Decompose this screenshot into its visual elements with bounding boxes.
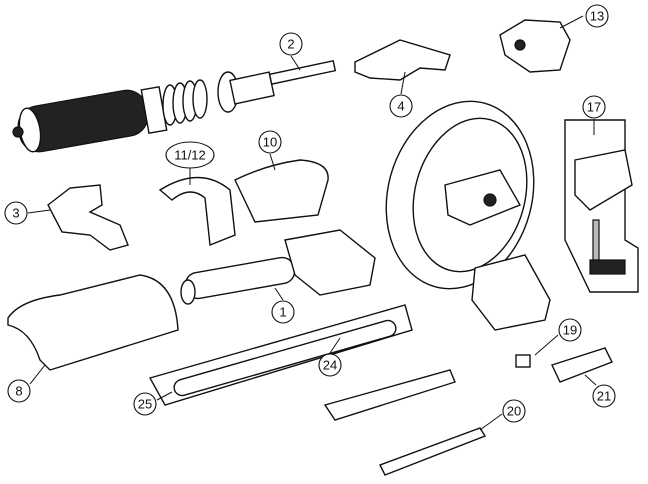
pad-19: [515, 354, 531, 368]
recoil-spring-cylinder: [12, 79, 208, 153]
svg-text:3: 3: [12, 206, 19, 221]
plate-21: [551, 347, 613, 383]
rail-strip-20: [379, 427, 487, 476]
yoke-part: [354, 39, 451, 81]
guard-cover: [7, 274, 179, 371]
bearing-block: [471, 254, 551, 331]
idler-wheel: [385, 100, 535, 290]
svg-text:10: 10: [263, 135, 277, 150]
bracket-part: [499, 19, 571, 73]
leader-lines: [27, 15, 597, 431]
svg-text:8: 8: [15, 384, 22, 399]
svg-text:13: 13: [590, 9, 604, 24]
callout-3: 3: [4, 201, 28, 225]
callout-8: 8: [7, 379, 31, 403]
callout-19: 19: [558, 318, 582, 342]
cover-half-b: [234, 159, 329, 223]
callout-11-12: 11/12: [165, 141, 215, 169]
piston-rod: [217, 60, 337, 113]
svg-text:1: 1: [279, 305, 286, 320]
callout-10: 10: [258, 130, 282, 154]
idler-cylinder: [180, 229, 376, 305]
callout-20: 20: [502, 399, 526, 423]
svg-text:24: 24: [323, 358, 337, 373]
adjuster-assembly: [564, 119, 639, 293]
svg-text:19: 19: [563, 323, 577, 338]
callout-21: 21: [592, 384, 616, 408]
callout-4: 4: [389, 94, 413, 118]
callout-2: 2: [279, 32, 303, 56]
svg-text:25: 25: [138, 397, 152, 412]
svg-text:11/12: 11/12: [174, 148, 206, 163]
callout-25: 25: [133, 392, 157, 416]
svg-text:17: 17: [587, 100, 601, 115]
callout-1: 1: [271, 300, 295, 324]
callout-13: 13: [585, 4, 609, 28]
clamp-part: [47, 184, 129, 251]
cover-half-a: [158, 176, 236, 246]
svg-text:20: 20: [507, 404, 521, 419]
callout-17: 17: [582, 95, 606, 119]
callout-24: 24: [318, 353, 342, 377]
tube-panel: [148, 304, 413, 406]
svg-text:4: 4: [397, 99, 404, 114]
svg-text:2: 2: [287, 37, 294, 52]
rail-part: [323, 369, 456, 421]
svg-text:21: 21: [597, 389, 611, 404]
